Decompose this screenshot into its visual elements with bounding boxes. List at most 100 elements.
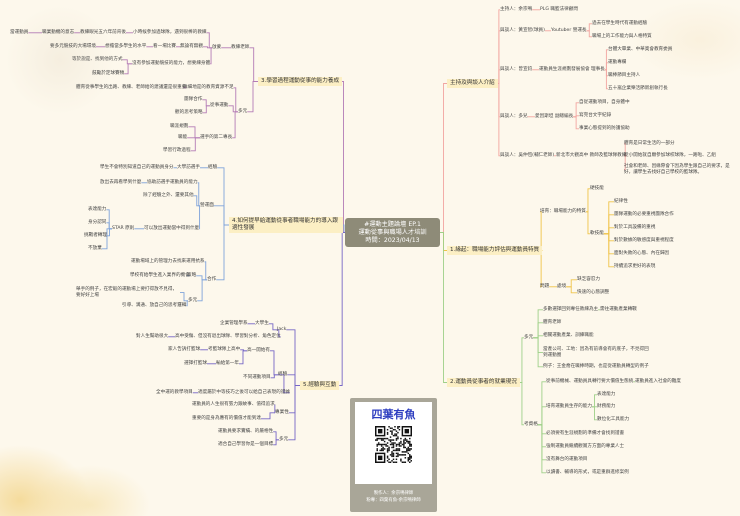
topic-node[interactable]: 體育從事學生的出路、教練、老師給的建議還是很重要 <box>76 85 187 90</box>
topic-node[interactable]: 適合自己學習你是一個目標 <box>218 442 274 447</box>
topic-node[interactable]: 職涯規劃 <box>170 124 189 129</box>
topic-node[interactable]: 必須要有生涯規劃的準備才會找到證書 <box>546 431 625 436</box>
topic-node[interactable]: 財務能力 <box>597 404 616 409</box>
topic-node[interactable]: 學校有給學生進入業界的機會 <box>130 273 190 278</box>
topic-node[interactable]: 事業心態提到的防護協助 <box>579 126 630 131</box>
topic-node[interactable]: 過去在學生時代有運動經驗 <box>592 21 648 26</box>
topic-node[interactable]: 從事運動 <box>210 103 229 108</box>
topic-node[interactable]: 教練老師 <box>231 45 250 50</box>
topic-node[interactable]: Youtuber 營運長 <box>551 28 587 33</box>
topic-node[interactable]: 協助訪選手運動員的能力 <box>147 180 198 185</box>
branch-topic[interactable]: 1.緣起：職場能力評估與運動員特質 <box>447 246 543 255</box>
topic-node[interactable]: 選擇打籃球 <box>184 361 207 366</box>
topic-node[interactable]: 考資格 <box>524 422 538 427</box>
topic-node[interactable]: 五十嵐企業樂活節新創執行長 <box>608 86 668 91</box>
topic-node[interactable]: 對於工具設備的重視 <box>614 225 656 230</box>
topic-node[interactable]: 主持人：余宗鳴 <box>500 7 533 12</box>
branch-topic[interactable]: 4.如何提早給運動從事者職場能力的導入跟適性發展 <box>229 217 343 233</box>
topic-node[interactable]: 團隊合作 <box>184 97 203 102</box>
topic-node[interactable]: 與談人：曾宣鈞 <box>500 67 533 72</box>
branch-topic[interactable]: 2.運動員從事者的就業現況 <box>447 378 520 387</box>
topic-node[interactable]: 與談人：吳仲恆(輔仁老師) <box>500 153 555 158</box>
topic-node[interactable]: 沒有舞台的運動項目 <box>546 457 588 462</box>
topic-node[interactable]: 運動專欄 <box>608 60 627 65</box>
topic-node[interactable]: 高一開始有 <box>247 348 270 353</box>
topic-node[interactable]: 家人告訴打籃球 <box>168 347 201 352</box>
topic-node[interactable]: 多數選擇回到專任教練為主 <box>543 307 599 312</box>
topic-node[interactable]: 學習行政過程 <box>163 148 191 153</box>
topic-node[interactable]: 運動場域上的管理力去找來運用抗系 <box>131 259 205 264</box>
topic-node[interactable]: 軟技能 <box>590 231 604 236</box>
topic-node[interactable]: 從事前機械、運動員具轉行要大價值生態統 <box>546 379 634 384</box>
topic-node[interactable]: 企業管理學系 <box>220 321 248 326</box>
topic-node[interactable]: 鼓勵於定球賽類 <box>92 71 125 76</box>
topic-node[interactable]: 詳細地是的教育資源不足 <box>183 85 234 90</box>
topic-node[interactable]: 輸給第一年 <box>216 361 239 366</box>
topic-node[interactable]: 職場上的工作能力與人格特質 <box>592 34 652 39</box>
branch-topic[interactable]: 主持及與談人介紹 <box>447 79 498 88</box>
topic-node[interactable]: 教練眼光五六年前背後 <box>80 30 126 35</box>
topic-node[interactable]: 當運動員 <box>10 30 29 35</box>
topic-node[interactable]: 啟蒙 <box>212 45 222 50</box>
topic-node[interactable]: 不同運動項目 <box>243 375 271 380</box>
topic-node[interactable]: 運動員生涯規劃發展協會 理事長 <box>539 67 605 72</box>
topic-node[interactable]: 對於數據的敏感度與重視程度 <box>614 238 674 243</box>
topic-node[interactable]: 策略 <box>187 273 197 278</box>
topic-node[interactable]: 多元 <box>524 335 534 340</box>
topic-node[interactable]: 專業性 <box>275 410 289 415</box>
topic-node[interactable]: 多元 <box>279 437 289 442</box>
qr-code-icon[interactable] <box>375 426 412 463</box>
topic-node[interactable]: 與談人：多兒 <box>500 114 528 119</box>
topic-node[interactable]: 觀的思考策略 <box>175 110 203 115</box>
topic-node[interactable]: 經驗 <box>278 372 288 377</box>
topic-node[interactable]: 強制運動員繼續觀賞方方面的專業人士 <box>546 444 625 449</box>
topic-node[interactable]: 快速的心態調整 <box>577 290 610 295</box>
topic-node[interactable]: 從小開始就自願參加球校球隊，一路啦、乙組 <box>624 153 716 158</box>
branch-topic[interactable]: 3.學習過程運動從事的能力養成 <box>258 77 343 86</box>
topic-node[interactable]: 自從運動項目，自身體中 <box>579 100 630 105</box>
topic-node[interactable]: 職能 <box>178 135 188 140</box>
topic-node[interactable]: 新北市大觀高中 教師及籃球隊教練 <box>556 153 627 158</box>
topic-node[interactable]: 合作 <box>207 277 217 282</box>
topic-node[interactable]: 硬技能 <box>590 186 604 191</box>
topic-node[interactable]: 職棒節目主持人 <box>608 73 641 78</box>
topic-node[interactable]: 挑戰者轉理 <box>84 233 107 238</box>
topic-node[interactable]: 小時候參加過球隊，遇到很棒的教練 <box>133 30 207 35</box>
topic-node[interactable]: 高中受傷、但沒有退出球隊、學習對分析、角色定位 <box>175 334 281 339</box>
topic-node[interactable]: 看一場比賽 <box>153 44 176 49</box>
topic-node[interactable]: 表達能力 <box>88 207 107 212</box>
topic-node[interactable]: 當產公司、工地：因為有前導會有的底子，不見得回到運動圈 <box>543 347 649 358</box>
topic-node[interactable]: 社會和老師、因緣際會下因為學生跟自己的要求，是好，讓學生去找好自己學校的籃球隊。 <box>624 164 730 175</box>
topic-node[interactable]: 運動員的人生很有張力跟故事、值得追求 <box>192 402 275 407</box>
topic-node[interactable]: 引導、溝通、放自己的思考邏輯 <box>122 303 187 308</box>
topic-node[interactable]: 多元 <box>238 109 248 114</box>
topic-node[interactable]: 想擔當多學生的水平 <box>105 44 147 49</box>
topic-node[interactable]: 等於說是、找到他的方式 <box>72 57 123 62</box>
topic-node[interactable]: 團隊運動的必要重視團隊合作 <box>614 212 674 217</box>
topic-node[interactable]: 舉手的例子，在宏毅的運動場上要打得放不見得，要好好上場 <box>76 287 178 298</box>
topic-node[interactable]: 以讀書、輔導的形式，或是重群進修案例 <box>546 470 629 475</box>
topic-node[interactable]: 愛因斯坦 副總編長 <box>535 114 574 119</box>
topic-node[interactable]: 運動員進入社會的難度 <box>635 379 681 384</box>
topic-node[interactable]: 培育運動員生存的能力 <box>546 404 592 409</box>
topic-node[interactable]: 可以放出運動當中得到什麼 <box>144 226 200 231</box>
topic-node[interactable]: 運動員要求實績、的嚴格性 <box>218 429 274 434</box>
topic-node[interactable]: 營運面 <box>200 203 214 208</box>
topic-node[interactable]: 適度屬於中等技巧之後可以給自己表現的證據 <box>198 390 290 395</box>
topic-node[interactable]: 多元 <box>188 298 198 303</box>
topic-node[interactable]: 問題 <box>540 284 550 289</box>
topic-node[interactable]: 大學生 <box>255 321 269 326</box>
topic-node[interactable]: 例子：王金喬在職棒時期，也是從運動員轉型的例子 <box>543 364 649 369</box>
topic-node[interactable]: 寫完台文字紀錄 <box>579 113 612 118</box>
topic-node[interactable]: 重要的是身為應有的價值才能到達 <box>192 416 261 421</box>
topic-node[interactable]: 體育老師 <box>543 320 562 325</box>
central-topic[interactable]: #運動主題論壇 EP.1 運動從事與職場人才培訓 時間：2023/04/13 <box>345 218 440 247</box>
topic-node[interactable]: 無論有無觀 <box>180 44 203 49</box>
topic-node[interactable]: 經驗 <box>208 165 218 170</box>
topic-node[interactable]: 相關運動產業、訓練職能 <box>543 333 594 338</box>
topic-node[interactable]: 培育：職場能力的特質 <box>540 209 586 214</box>
topic-node[interactable]: 對人生幫助很大 <box>136 334 169 339</box>
topic-node[interactable]: 缺乏容忍力 <box>577 277 600 282</box>
topic-node[interactable]: 處境 <box>557 284 567 289</box>
topic-node[interactable]: 不放棄 <box>88 246 102 251</box>
